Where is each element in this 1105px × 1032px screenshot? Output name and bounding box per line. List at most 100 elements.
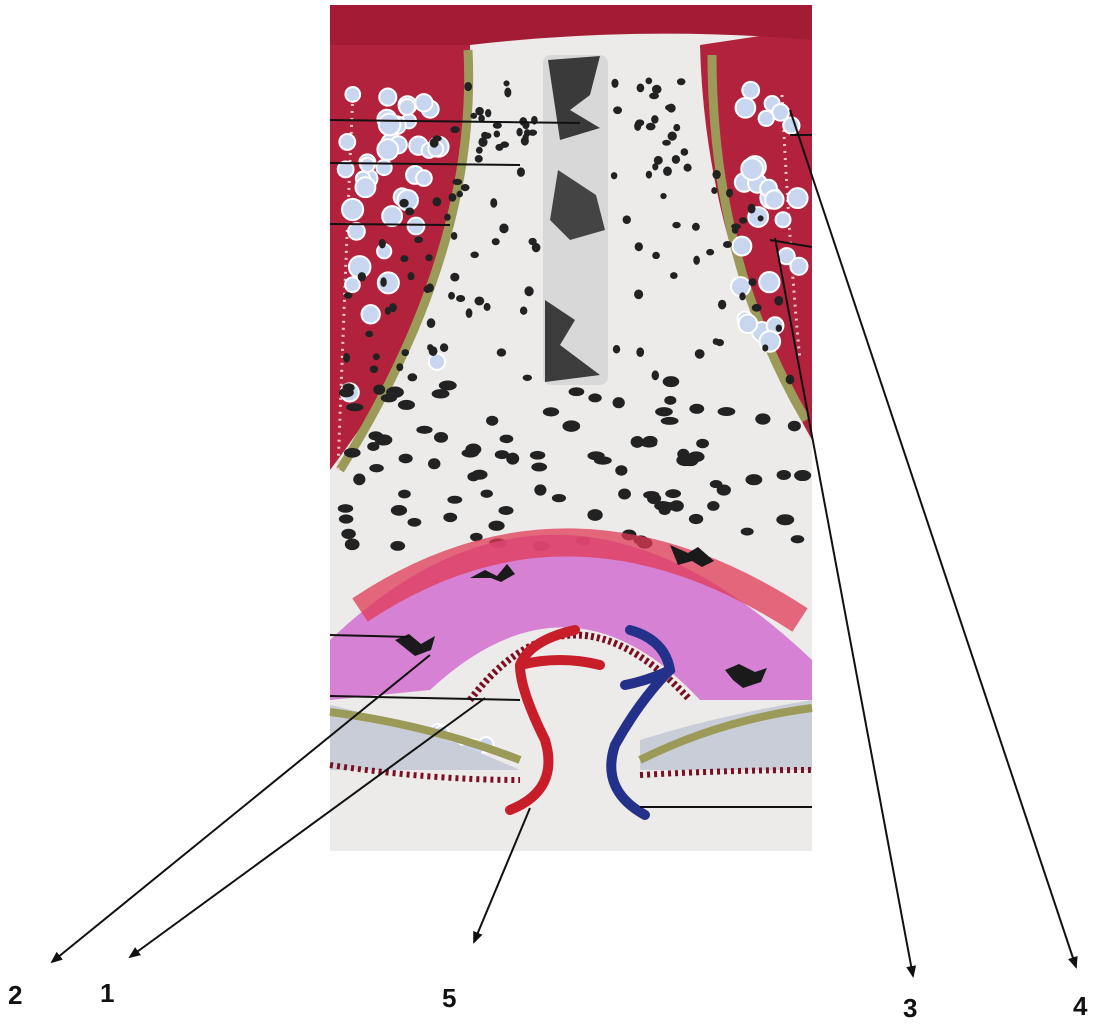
chondrocyte xyxy=(517,167,525,177)
chondrocyte xyxy=(646,171,652,179)
chondrocyte xyxy=(485,109,491,117)
chondrocyte xyxy=(497,348,506,356)
fat-cell xyxy=(345,277,360,292)
chondrocyte xyxy=(732,227,739,234)
chondrocyte xyxy=(414,236,423,243)
chondrocyte xyxy=(440,343,448,352)
chondrocyte xyxy=(726,189,733,198)
chondrocyte xyxy=(344,292,352,298)
chondrocyte xyxy=(476,147,483,154)
fat-cell xyxy=(739,314,758,333)
chondrocyte xyxy=(494,130,500,137)
chondrocyte xyxy=(652,252,660,259)
chondrocyte xyxy=(659,502,676,511)
chondrocyte xyxy=(448,292,455,300)
chondrocyte xyxy=(543,407,559,416)
chondrocyte xyxy=(520,306,527,314)
fat-cell xyxy=(376,160,391,175)
chondrocyte xyxy=(776,514,794,525)
chondrocyte xyxy=(562,420,580,432)
chondrocyte xyxy=(341,529,356,539)
chondrocyte xyxy=(498,506,513,515)
chondrocyte xyxy=(692,223,700,231)
fat-cell xyxy=(732,237,751,256)
chondrocyte xyxy=(711,187,717,194)
chondrocyte xyxy=(618,489,631,500)
chondrocyte xyxy=(456,295,465,302)
fat-cell xyxy=(360,158,374,172)
fat-cell xyxy=(379,89,396,106)
chondrocyte xyxy=(386,387,404,398)
chondrocyte xyxy=(499,223,508,233)
fat-cell xyxy=(759,111,774,126)
chondrocyte xyxy=(358,272,366,281)
chondrocyte xyxy=(623,215,631,224)
fat-cell xyxy=(399,99,415,115)
chondrocyte xyxy=(569,387,585,396)
chondrocyte xyxy=(474,296,484,305)
chondrocyte xyxy=(490,198,497,208)
chondrocyte xyxy=(399,199,408,208)
chondrocyte xyxy=(739,292,745,300)
chondrocyte xyxy=(634,289,643,299)
chondrocyte xyxy=(493,122,502,129)
chondrocyte xyxy=(389,303,397,312)
chondrocyte xyxy=(696,439,709,449)
chondrocyte xyxy=(695,349,705,359)
chondrocyte xyxy=(462,449,479,458)
chondrocyte xyxy=(343,353,350,363)
chondrocyte xyxy=(486,416,498,426)
label-4: 4 xyxy=(1073,993,1087,1019)
chondrocyte xyxy=(450,273,459,282)
fat-cell xyxy=(345,87,360,102)
chondrocyte xyxy=(433,135,442,141)
chondrocyte xyxy=(346,403,363,411)
chondrocyte xyxy=(492,238,500,245)
chondrocyte xyxy=(503,80,509,86)
chondrocyte xyxy=(665,489,681,498)
fat-cell xyxy=(408,218,425,235)
chondrocyte xyxy=(777,470,791,480)
chondrocyte xyxy=(461,184,470,191)
fat-cell xyxy=(398,190,418,210)
chondrocyte xyxy=(741,528,754,536)
chondrocyte xyxy=(748,204,756,214)
chondrocyte xyxy=(718,300,726,310)
chondrocyte xyxy=(398,490,411,499)
chondrocyte xyxy=(470,113,477,119)
chondrocyte xyxy=(587,451,604,460)
chondrocyte xyxy=(427,318,436,328)
fat-cell xyxy=(765,190,783,208)
chondrocyte xyxy=(475,107,484,116)
chondrocyte xyxy=(663,166,672,175)
fat-cell xyxy=(379,114,401,136)
chondrocyte xyxy=(662,140,671,146)
chondrocyte xyxy=(665,104,675,111)
chondrocyte xyxy=(677,78,685,85)
chondrocyte xyxy=(613,397,625,408)
chondrocyte xyxy=(488,521,504,531)
chondrocyte xyxy=(425,254,432,261)
fat-cell xyxy=(429,354,445,370)
chondrocyte xyxy=(643,491,659,499)
chondrocyte xyxy=(755,413,770,424)
chondrocyte xyxy=(643,436,658,446)
chondrocyte xyxy=(587,509,602,521)
chondrocyte xyxy=(353,473,365,485)
fat-cell xyxy=(382,206,402,226)
chondrocyte xyxy=(635,119,644,126)
fat-cell xyxy=(348,223,365,240)
chondrocyte xyxy=(613,106,622,114)
chondrocyte xyxy=(500,435,514,443)
chondrocyte xyxy=(706,249,714,256)
chondrocyte xyxy=(693,256,700,265)
chondrocyte xyxy=(710,480,723,488)
chondrocyte xyxy=(661,417,679,425)
chondrocyte xyxy=(524,286,533,296)
chondrocyte xyxy=(504,88,511,98)
chondrocyte xyxy=(408,518,422,527)
chondrocyte xyxy=(450,126,459,133)
chondrocyte xyxy=(645,78,652,85)
